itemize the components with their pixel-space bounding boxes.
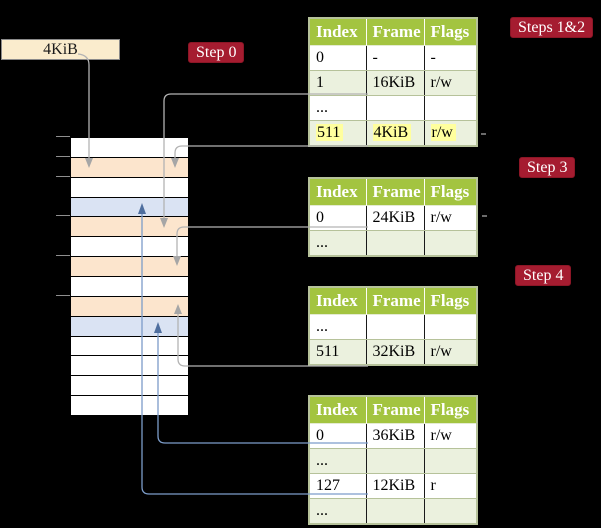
frame-cell: 12KiB <box>366 473 425 499</box>
table-row-highlighted: 511 4KiB r/w <box>309 120 477 146</box>
highlighted-value: 511 <box>316 124 344 141</box>
memory-row-frame <box>71 197 188 218</box>
table-header-row: Index Frame Flags <box>309 396 477 424</box>
index-cell: 511 <box>309 339 367 365</box>
flags-cell: - <box>424 45 477 71</box>
frame-cell <box>366 498 425 524</box>
frame-cell: 16KiB <box>366 70 425 96</box>
column-header: Flags <box>424 18 477 46</box>
index-cell: ... <box>309 448 367 474</box>
memory-row <box>71 356 188 377</box>
frame-cell: 4KiB <box>366 120 425 146</box>
index-cell: ... <box>309 498 367 524</box>
memory-row <box>71 177 188 198</box>
memory-row <box>71 277 188 297</box>
column-header: Frame <box>366 396 425 424</box>
memory-row <box>71 336 188 357</box>
memory-row <box>71 237 188 258</box>
steps-1-2-label: Steps 1&2 <box>510 17 594 38</box>
step-3-label: Step 3 <box>519 157 576 178</box>
table-row: 0 36KiB r/w <box>309 423 477 449</box>
page-size-box: 4KiB <box>1 39 120 60</box>
index-cell: 511 <box>309 120 367 146</box>
frame-cell: - <box>366 45 425 71</box>
column-header: Index <box>309 287 367 315</box>
memory-stack <box>70 137 189 416</box>
memory-row <box>71 376 188 397</box>
frame-cell: 32KiB <box>366 339 425 365</box>
column-header: Index <box>309 396 367 424</box>
table-header-row: Index Frame Flags <box>309 287 477 315</box>
table-row: ... <box>309 314 477 340</box>
flags-cell: r/w <box>424 205 477 231</box>
column-header: Flags <box>424 178 477 206</box>
table-row: ... <box>309 448 477 474</box>
column-header: Flags <box>424 396 477 424</box>
index-cell: ... <box>309 95 367 121</box>
stack-tick <box>56 156 70 157</box>
table-edge-stubs <box>481 133 487 217</box>
page-table-level2: Index Frame Flags 0 24KiB r/w ... <box>308 177 478 257</box>
memory-row-table2 <box>71 217 188 238</box>
column-header: Frame <box>366 178 425 206</box>
index-cell: ... <box>309 230 367 256</box>
highlighted-value: r/w <box>430 124 456 141</box>
flags-cell <box>424 95 477 121</box>
table-row: ... <box>309 498 477 524</box>
frame-cell <box>366 230 425 256</box>
stack-tick <box>56 176 70 177</box>
table-row: 0 - - <box>309 45 477 71</box>
flags-cell: r <box>424 473 477 499</box>
column-header: Index <box>309 18 367 46</box>
frame-cell: 24KiB <box>366 205 425 231</box>
memory-row <box>71 138 188 158</box>
stack-tick <box>56 295 70 296</box>
index-cell: 0 <box>309 45 367 71</box>
step-0-label: Step 0 <box>188 42 245 63</box>
column-header: Frame <box>366 287 425 315</box>
column-header: Flags <box>424 287 477 315</box>
table-row: 0 24KiB r/w <box>309 205 477 231</box>
page-table-level4: Index Frame Flags 0 36KiB r/w ... 127 12… <box>308 395 478 525</box>
flags-cell <box>424 498 477 524</box>
memory-row-table4 <box>71 296 188 317</box>
frame-cell <box>366 95 425 121</box>
flags-cell <box>424 230 477 256</box>
index-cell: 0 <box>309 423 367 449</box>
memory-row <box>71 396 188 416</box>
flags-cell: r/w <box>424 339 477 365</box>
column-header: Index <box>309 178 367 206</box>
index-cell: 127 <box>309 473 367 499</box>
table-row: 511 32KiB r/w <box>309 339 477 365</box>
table-row: 127 12KiB r <box>309 473 477 499</box>
memory-row-table1 <box>71 157 188 178</box>
index-cell: ... <box>309 314 367 340</box>
stack-tick <box>56 136 70 137</box>
flags-cell <box>424 314 477 340</box>
index-cell: 0 <box>309 205 367 231</box>
table-header-row: Index Frame Flags <box>309 178 477 206</box>
table-row: ... <box>309 230 477 256</box>
index-cell: 1 <box>309 70 367 96</box>
flags-cell: r/w <box>424 120 477 146</box>
stack-tick <box>56 215 70 216</box>
flags-cell <box>424 448 477 474</box>
frame-cell <box>366 314 425 340</box>
page-table-level1: Index Frame Flags 0 - - 1 16KiB r/w ... … <box>308 17 478 147</box>
step-4-label: Step 4 <box>515 265 572 286</box>
table-row: ... <box>309 95 477 121</box>
stack-tick <box>56 255 70 256</box>
table-header-row: Index Frame Flags <box>309 18 477 46</box>
frame-cell <box>366 448 425 474</box>
highlighted-value: 4KiB <box>372 124 412 141</box>
frame-cell: 36KiB <box>366 423 425 449</box>
flags-cell: r/w <box>424 423 477 449</box>
flags-cell: r/w <box>424 70 477 96</box>
memory-row-frame <box>71 316 188 337</box>
memory-row-table3 <box>71 257 188 278</box>
column-header: Frame <box>366 18 425 46</box>
table-row: 1 16KiB r/w <box>309 70 477 96</box>
page-table-level3: Index Frame Flags ... 511 32KiB r/w <box>308 286 478 366</box>
